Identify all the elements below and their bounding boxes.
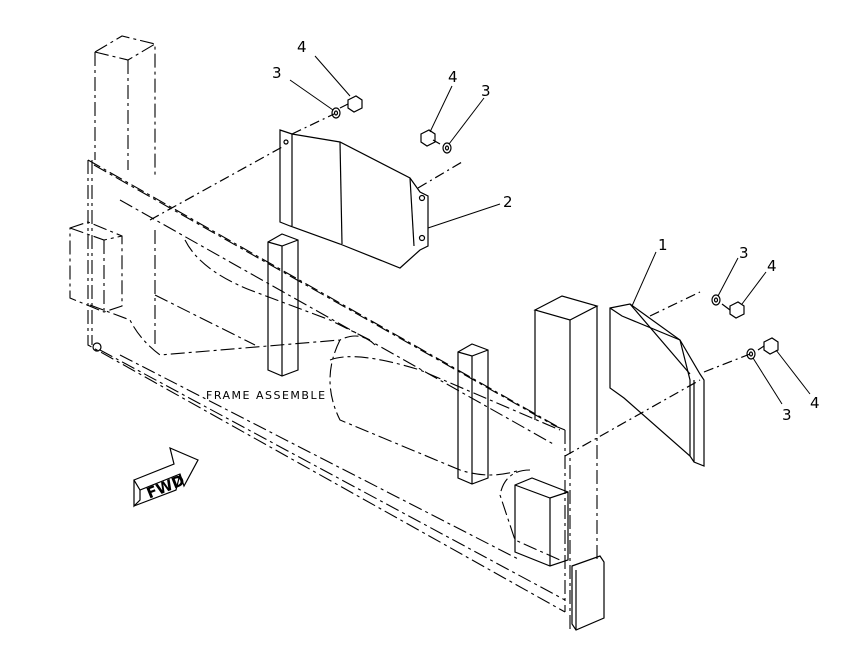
right-bumper-block: [514, 477, 569, 567]
washer-icon: [331, 107, 341, 119]
callout-4: 4: [297, 38, 307, 56]
fwd-label: FWD: [144, 471, 187, 502]
guard-plate-part-1: [609, 303, 705, 467]
guard-plate-part-2: [279, 129, 429, 269]
frame-assembly-label: FRAME ASSEMBLE: [206, 389, 327, 402]
callout-4: 4: [767, 257, 777, 275]
washer-icon: [711, 294, 721, 306]
callout-2: 2: [503, 193, 513, 211]
washer-icon: [746, 348, 756, 360]
washer-icon: [442, 142, 452, 154]
right-upright-post: [533, 295, 605, 631]
bolt-icon: [757, 337, 779, 355]
forward-direction-arrow: FWD: [133, 446, 199, 508]
callout-3: 3: [782, 406, 792, 424]
callout-4: 4: [810, 394, 820, 412]
callout-4: 4: [448, 68, 458, 86]
left-bumper-block: [69, 221, 123, 313]
bolt-icon: [339, 95, 363, 113]
callout-1: 1: [658, 236, 668, 254]
callout-3: 3: [481, 82, 491, 100]
frame-channels: [267, 233, 489, 485]
fasteners: [331, 95, 779, 360]
bolt-icon: [420, 129, 441, 147]
assembly-centerlines: [149, 113, 751, 457]
callouts: 4 3 4 3 2 1 3 4 3 4: [272, 38, 820, 424]
callout-3: 3: [739, 244, 749, 262]
callout-3: 3: [272, 64, 282, 82]
bolt-icon: [721, 301, 745, 319]
leader-lines: [289, 55, 811, 405]
left-upright-post: [91, 35, 156, 345]
